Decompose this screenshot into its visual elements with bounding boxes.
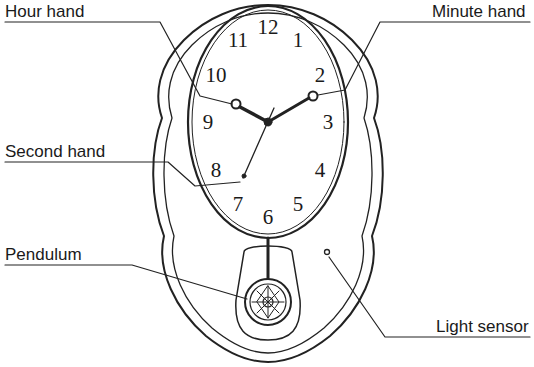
pendulum-rod <box>267 238 270 278</box>
callout-label: Pendulum <box>5 246 82 263</box>
leader-line <box>5 22 232 104</box>
dial-numeral: 8 <box>211 159 222 180</box>
leader-line <box>5 265 247 299</box>
dial-numeral: 1 <box>293 29 304 50</box>
callout-label: Hour hand <box>5 3 84 20</box>
dial-numeral: 9 <box>203 112 214 133</box>
minute-hand-scroll <box>309 92 318 101</box>
pendulum-ornament <box>252 286 284 318</box>
light-sensor <box>325 250 330 255</box>
minute-hand <box>268 98 309 122</box>
frame-inner-line <box>164 13 372 353</box>
dial-numeral: 12 <box>258 17 279 38</box>
dial-rim <box>188 6 348 238</box>
pendulum-ring <box>250 284 286 320</box>
dial-numeral: 4 <box>315 159 326 180</box>
second-hand-dot <box>242 174 246 178</box>
pendulum-bob <box>245 279 291 325</box>
hour-hand <box>240 107 268 122</box>
dial-numeral: 6 <box>263 207 274 228</box>
hour-hand-scroll <box>232 100 241 109</box>
pendulum-center <box>263 297 273 307</box>
clock-frame <box>153 5 383 362</box>
dial-numeral: 11 <box>228 29 248 50</box>
second-hand <box>243 108 274 178</box>
dial-numeral: 3 <box>323 112 334 133</box>
dial-numeral: 10 <box>206 64 227 85</box>
dial-numeral: 7 <box>233 194 244 215</box>
callout-label: Minute hand <box>432 3 526 20</box>
hand-pivot <box>264 118 272 126</box>
dial-numeral: 2 <box>315 64 326 85</box>
dial-face <box>192 10 344 234</box>
dial-numeral: 5 <box>293 194 304 215</box>
callout-label: Second hand <box>5 143 105 160</box>
leader-line <box>329 257 530 337</box>
leader-line <box>318 22 530 95</box>
callout-label: Light sensor <box>436 318 529 335</box>
leader-line <box>5 162 240 186</box>
